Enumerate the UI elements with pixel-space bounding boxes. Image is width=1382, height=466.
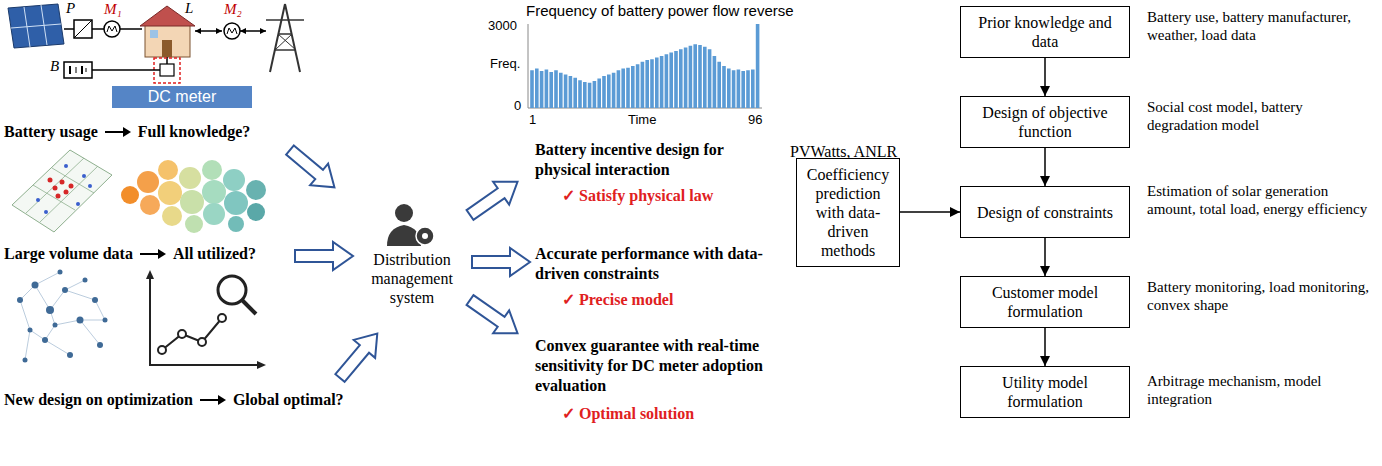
question-text: Global optimal? bbox=[233, 390, 344, 410]
box-text: Customer model formulation bbox=[967, 283, 1123, 321]
symbol-label: M₁ bbox=[104, 1, 122, 17]
check-text: ✓ Optimal solution bbox=[562, 404, 694, 424]
box-text: Design of constraints bbox=[977, 203, 1113, 222]
box-text: Utility model formulation bbox=[967, 373, 1123, 411]
box-text: DC meter bbox=[148, 87, 216, 107]
small-arrow bbox=[199, 394, 227, 406]
outcome-text: Battery incentive design for physical in… bbox=[535, 140, 780, 180]
process-box: Utility model formulation bbox=[960, 366, 1130, 418]
flow-arrow bbox=[1044, 328, 1046, 366]
meter-tag: DC meter bbox=[112, 86, 252, 108]
process-box: Design of objective function bbox=[960, 96, 1130, 148]
annotation-text: Estimation of solar generation amount, t… bbox=[1147, 182, 1375, 218]
outcome-text: Convex guarantee with real-time sensitiv… bbox=[535, 336, 780, 396]
topic-text: Battery usage bbox=[4, 122, 98, 142]
axis-title: Time bbox=[628, 112, 656, 127]
question-row: Battery usage Full knowledge? bbox=[4, 122, 250, 142]
small-arrow bbox=[139, 248, 167, 260]
flow-arrow bbox=[1044, 238, 1046, 276]
question-text: All utilized? bbox=[173, 244, 256, 264]
axis-tick: 0 bbox=[514, 98, 521, 113]
question-row: New design on optimization Global optima… bbox=[4, 390, 344, 410]
box-text: Design of objective function bbox=[967, 103, 1123, 141]
process-box: Design of constraints bbox=[960, 186, 1130, 238]
symbol-label: M₂ bbox=[224, 1, 242, 17]
question-row: Large volume data All utilized? bbox=[4, 244, 256, 264]
topic-text: Large volume data bbox=[4, 244, 133, 264]
symbol-label: L bbox=[185, 0, 193, 16]
symbol-label: B bbox=[50, 58, 59, 74]
axis-tick: 3000 bbox=[488, 18, 517, 33]
small-arrow bbox=[104, 126, 132, 138]
system-label: Distribution management system bbox=[358, 250, 466, 307]
flow-arrow bbox=[900, 211, 960, 213]
box-text: Coefficiency prediction with data-driven… bbox=[803, 165, 893, 260]
topic-text: New design on optimization bbox=[4, 390, 193, 410]
process-box: Coefficiency prediction with data-driven… bbox=[796, 158, 900, 267]
axis-tick: 96 bbox=[748, 112, 762, 127]
check-text: ✓ Satisfy physical law bbox=[562, 186, 713, 206]
annotation-text: Arbitrage mechanism, model integration bbox=[1147, 372, 1375, 408]
flow-arrow bbox=[1044, 148, 1046, 186]
annotation-text: Battery use, battery manufacturer, weath… bbox=[1147, 8, 1375, 44]
process-box: Customer model formulation bbox=[960, 276, 1130, 328]
outcome-text: Accurate performance with data-driven co… bbox=[535, 244, 780, 284]
process-box: Prior knowledge and data bbox=[960, 6, 1130, 58]
check-text: ✓ Precise model bbox=[562, 290, 673, 310]
axis-title: Freq. bbox=[490, 56, 520, 71]
annotation-text: Battery monitoring, load monitoring, con… bbox=[1147, 278, 1375, 314]
flow-arrow bbox=[1044, 58, 1046, 96]
box-text: Prior knowledge and data bbox=[967, 13, 1123, 51]
chart-title: Frequency of battery power flow reverse bbox=[526, 2, 794, 19]
axis-tick: 1 bbox=[529, 112, 536, 127]
annotation-text: Social cost model, battery degradation m… bbox=[1147, 98, 1375, 134]
question-text: Full knowledge? bbox=[138, 122, 250, 142]
symbol-label: P bbox=[66, 0, 75, 16]
